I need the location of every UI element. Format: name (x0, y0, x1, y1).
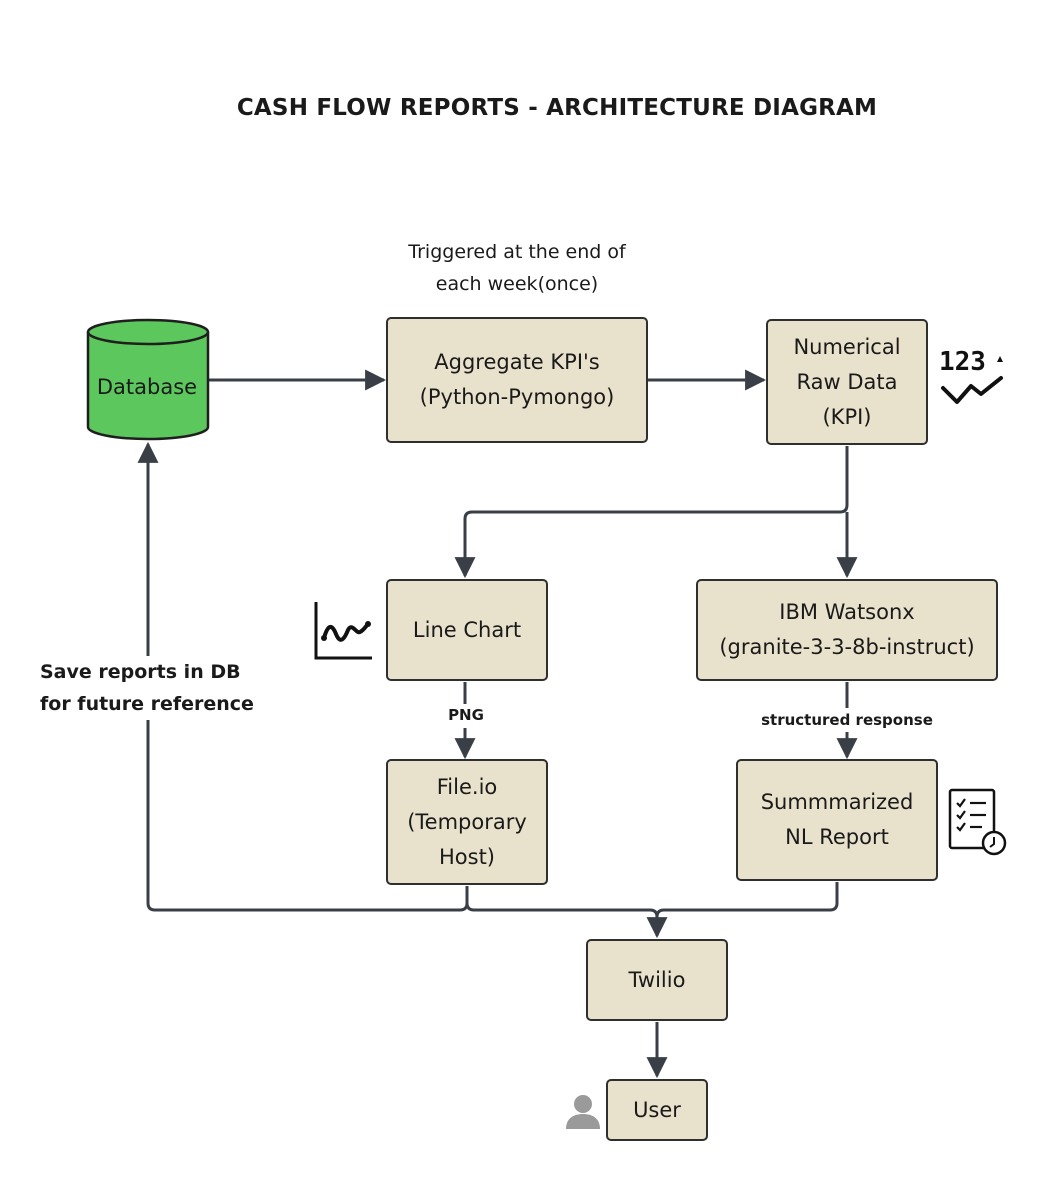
trigger-note-line-1: Triggered at the end of (408, 241, 626, 263)
raw-data-line-1: Numerical (793, 334, 901, 359)
fileio-line-1: File.io (436, 774, 498, 799)
user-node[interactable]: User (606, 1079, 708, 1141)
twilio-node[interactable]: Twilio (586, 939, 728, 1021)
aggregate-kpis-line-1: Aggregate KPI's (434, 350, 600, 374)
summary-line-2: NL Report (785, 825, 889, 849)
edge-fileio-to-database (148, 444, 469, 912)
numerical-raw-data-node[interactable]: Numerical Raw Data (KPI) (766, 319, 928, 445)
numbers-trend-icon: 123 (939, 344, 1005, 406)
twilio-label: Twilio (628, 967, 686, 992)
png-edge-label: PNG (448, 706, 484, 724)
trigger-note-line-2: each week(once) (435, 273, 599, 295)
summary-line-1: Summmarized (760, 790, 914, 814)
save-reports-line-2: for future reference (40, 693, 254, 715)
database-cylinder[interactable] (86, 318, 210, 441)
trigger-note: Triggered at the end of each week(once) (396, 236, 638, 300)
ibm-watsonx-node[interactable]: IBM Watsonx (granite-3-3-8b-instruct) (696, 579, 998, 681)
line-chart-icon (312, 600, 374, 662)
edge-summary-to-twilio (655, 882, 839, 918)
checklist-clock-icon (946, 786, 1010, 858)
save-reports-line-1: Save reports in DB (40, 661, 241, 683)
aggregate-kpis-line-2: (Python-Pymongo) (419, 385, 615, 409)
edge-fileio-to-twilio (465, 886, 668, 939)
fileio-line-2: (Temporary (407, 809, 527, 834)
raw-data-line-3: (KPI) (822, 404, 872, 429)
user-label: User (633, 1097, 681, 1122)
fileio-line-3: Host) (438, 844, 495, 869)
line-chart-label: Line Chart (412, 617, 522, 642)
structured-response-edge-label: structured response (761, 711, 933, 729)
fileio-node[interactable]: File.io (Temporary Host) (386, 759, 548, 885)
raw-data-line-2: Raw Data (796, 369, 898, 394)
summarized-report-node[interactable]: Summmarized NL Report (736, 759, 938, 881)
diagram-title: CASH FLOW REPORTS - ARCHITECTURE DIAGRAM (236, 95, 878, 121)
watsonx-line-2: (granite-3-3-8b-instruct) (719, 635, 975, 659)
user-avatar-icon (564, 1092, 602, 1130)
numbers-icon-text: 123 (939, 347, 986, 377)
save-reports-edge-label: Save reports in DB for future reference (40, 656, 254, 720)
watsonx-line-1: IBM Watsonx (779, 600, 915, 624)
edge-rawdata-to-linechart (454, 446, 849, 579)
aggregate-kpis-node[interactable]: Aggregate KPI's (Python-Pymongo) (386, 317, 648, 443)
line-chart-node[interactable]: Line Chart (386, 579, 548, 681)
database-label: Database (96, 375, 198, 399)
